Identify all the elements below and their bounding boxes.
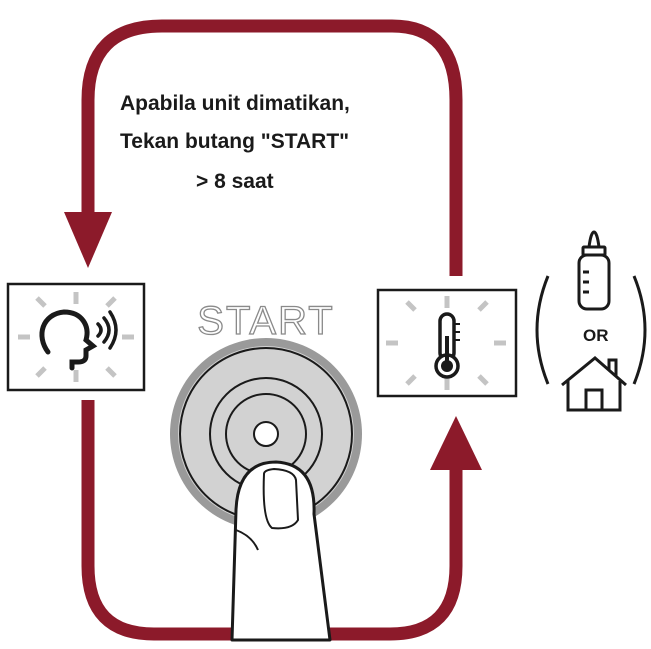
right-bracket — [632, 275, 647, 385]
start-label: START — [197, 299, 334, 343]
instruction-line-2: Tekan butang "START" — [120, 130, 350, 153]
thermometer-icon — [434, 312, 460, 379]
glow-rays — [386, 296, 506, 390]
start-button[interactable] — [170, 338, 362, 530]
instruction-line-1: Apabila unit dimatikan, — [120, 92, 350, 115]
house-icon — [561, 356, 627, 412]
glow-rays — [18, 292, 134, 382]
or-label: OR — [583, 326, 609, 345]
instruction-line-3: > 8 saat — [196, 170, 274, 193]
voice-mode-icon — [39, 309, 118, 371]
finger-press-icon — [230, 460, 332, 642]
right-panel — [376, 288, 518, 398]
left-panel — [6, 282, 146, 392]
left-bracket — [535, 275, 550, 385]
baby-bottle-icon — [577, 230, 611, 311]
arrow-head-down — [64, 212, 112, 268]
alternative-group — [535, 230, 647, 412]
arrow-head-up — [430, 416, 482, 470]
